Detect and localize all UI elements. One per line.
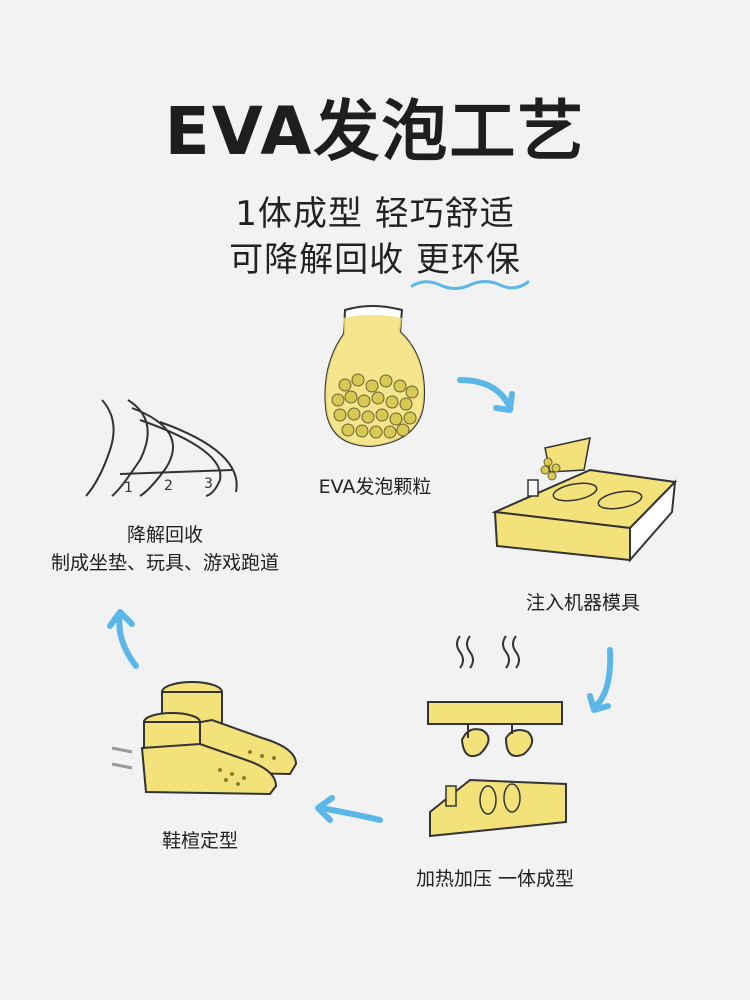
- jar-icon: [325, 306, 424, 446]
- mold-icon: [495, 438, 675, 560]
- step-label-press: 加热加压 一体成型: [400, 864, 590, 891]
- press-icon: [428, 636, 566, 836]
- track-number-1: 1: [124, 480, 133, 496]
- step-label-recycle-detail: 制成坐垫、玩具、游戏跑道: [40, 548, 290, 575]
- shoe-last-icon: [112, 682, 296, 794]
- step-label-mold: 注入机器模具: [508, 588, 658, 615]
- track-number-2: 2: [164, 478, 173, 494]
- step-label-last: 鞋楦定型: [140, 826, 260, 853]
- track-icon: [86, 400, 237, 496]
- step-label-recycle-title: 降解回收: [40, 520, 290, 547]
- step-label-granules: EVA发泡颗粒: [300, 472, 450, 499]
- track-number-3: 3: [204, 476, 213, 492]
